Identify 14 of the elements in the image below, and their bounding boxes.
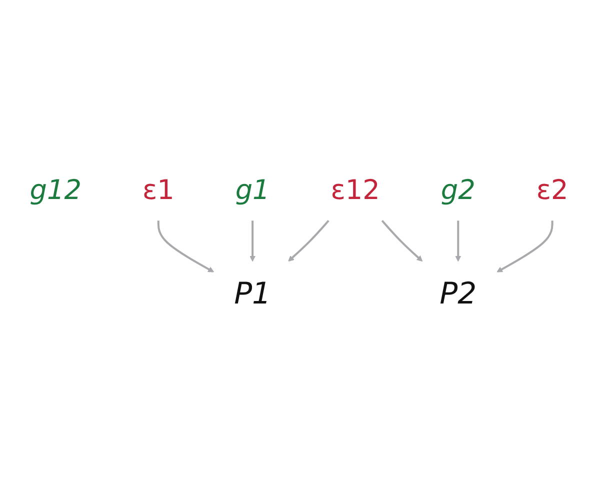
node-text: ε2 [536,174,568,206]
node-text: P2 [440,276,477,311]
node-text: g1 [235,174,270,206]
node-text: g2 [440,174,476,206]
arrow [250,220,256,262]
node-text: P1 [234,276,272,311]
node-text: ε1 [142,174,174,206]
arrow [381,220,423,262]
arrow [455,220,462,262]
arrow [496,220,554,272]
arrow [288,220,330,262]
arrow [157,220,214,272]
node-text: g12 [30,174,82,206]
node-text: ε12 [330,174,380,206]
